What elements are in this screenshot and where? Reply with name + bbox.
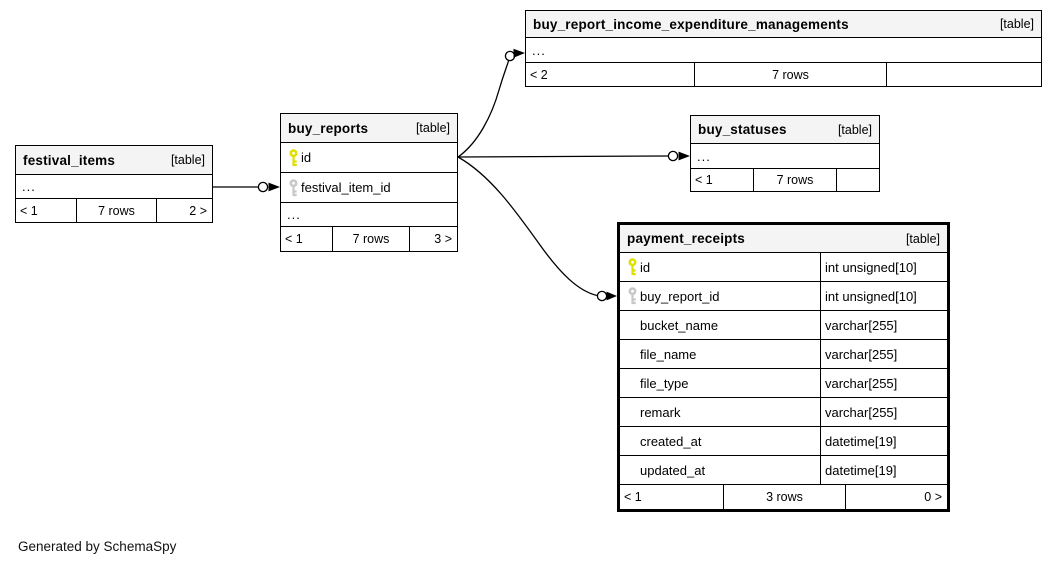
table-buy-reports[interactable]: buy_reports [table] id festival_item_id … [280, 113, 458, 252]
column-name: created_at [640, 433, 702, 449]
footer-row-count: 3 rows [723, 485, 845, 509]
column-row-id: id [281, 143, 457, 173]
column-row-created-at: created_at datetime[19] [620, 427, 947, 456]
table-name[interactable]: buy_reports [288, 120, 369, 136]
column-row-bucket-name: bucket_name varchar[255] [620, 311, 947, 340]
column-name: bucket_name [640, 317, 719, 333]
column-type: varchar[255] [820, 340, 947, 368]
table-name[interactable]: payment_receipts [627, 231, 746, 246]
foreign-key-icon [620, 287, 640, 305]
column-name: buy_report_id [640, 288, 720, 304]
footer-row-count: 7 rows [76, 199, 156, 222]
table-type-tag: [table] [170, 153, 205, 167]
table-payment-receipts[interactable]: payment_receipts [table] id int unsigned… [617, 222, 950, 512]
hidden-columns-ellipsis: ... [526, 38, 1041, 63]
column-row-buy-report-id: buy_report_id int unsigned[10] [620, 282, 947, 311]
table-name[interactable]: festival_items [23, 152, 116, 168]
table-footer: < 1 7 rows 3 > [281, 227, 457, 251]
column-name: id [301, 150, 312, 165]
footer-children-count: 2 > [156, 199, 212, 222]
table-footer: < 1 7 rows [691, 169, 879, 191]
relationship-buy-reports-to-buy-statuses [457, 150, 690, 162]
table-type-tag: [table] [999, 17, 1034, 31]
crow-circle [504, 50, 516, 62]
arrowhead-icon [513, 48, 525, 58]
column-name: file_type [640, 375, 689, 391]
table-festival-items[interactable]: festival_items [table] ... < 1 7 rows 2 … [15, 145, 213, 223]
column-type: int unsigned[10] [820, 253, 947, 281]
crow-circle [667, 150, 679, 162]
column-name: updated_at [640, 462, 706, 478]
relationship-festival-items-to-buy-reports [213, 181, 280, 193]
column-row-remark: remark varchar[255] [620, 398, 947, 427]
column-name: file_name [640, 346, 697, 362]
footer-parents-count: < 2 [530, 67, 548, 82]
hidden-columns-ellipsis: ... [16, 175, 212, 199]
column-row-file-type: file_type varchar[255] [620, 369, 947, 398]
column-name: id [640, 259, 651, 275]
table-footer: < 2 7 rows [526, 63, 1041, 86]
crow-circle [596, 290, 608, 302]
column-type: datetime[19] [820, 456, 947, 484]
foreign-key-icon [281, 178, 301, 197]
footer-parents-count: < 1 [20, 203, 38, 218]
generated-by-note: Generated by SchemaSpy [18, 539, 177, 554]
column-row-id: id int unsigned[10] [620, 253, 947, 282]
table-header: buy_statuses [table] [691, 116, 879, 144]
primary-key-icon [620, 258, 640, 276]
arrowhead-icon [606, 291, 617, 301]
footer-parents-count: < 1 [624, 490, 642, 504]
table-header: payment_receipts [table] [620, 225, 947, 253]
footer-row-count: 7 rows [753, 169, 836, 191]
footer-children-count: 3 > [409, 227, 457, 251]
crow-circle [257, 181, 269, 193]
footer-row-count: 7 rows [694, 63, 886, 86]
column-type: int unsigned[10] [820, 282, 947, 310]
relationship-buy-reports-to-income-expenditure [457, 48, 525, 158]
column-type: datetime[19] [820, 427, 947, 455]
column-row-festival-item-id: festival_item_id [281, 173, 457, 203]
arrowhead-icon [268, 182, 280, 192]
arrowhead-icon [678, 151, 690, 161]
column-type: varchar[255] [820, 369, 947, 397]
table-header: buy_reports [table] [281, 114, 457, 143]
column-row-updated-at: updated_at datetime[19] [620, 456, 947, 485]
hidden-columns-ellipsis: ... [691, 144, 879, 169]
column-name: festival_item_id [301, 180, 391, 195]
column-row-file-name: file_name varchar[255] [620, 340, 947, 369]
footer-row-count: 7 rows [332, 227, 409, 251]
table-footer: < 1 7 rows 2 > [16, 199, 212, 222]
table-buy-statuses[interactable]: buy_statuses [table] ... < 1 7 rows [690, 115, 880, 192]
table-header: festival_items [table] [16, 146, 212, 175]
footer-children-count [836, 169, 879, 191]
table-type-tag: [table] [415, 121, 450, 135]
column-name: remark [640, 404, 681, 420]
table-buy-report-income-expenditure-managements[interactable]: buy_report_income_expenditure_management… [525, 10, 1042, 87]
table-footer: < 1 3 rows 0 > [620, 485, 947, 509]
hidden-columns-ellipsis: ... [281, 203, 457, 227]
footer-children-count [886, 63, 1041, 86]
footer-parents-count: < 1 [285, 232, 303, 246]
relationship-buy-reports-to-payment-receipts [457, 156, 617, 302]
primary-key-icon [281, 148, 301, 167]
column-type: varchar[255] [820, 311, 947, 339]
table-type-tag: [table] [837, 122, 872, 137]
table-name[interactable]: buy_report_income_expenditure_management… [533, 16, 849, 32]
table-type-tag: [table] [905, 231, 940, 246]
table-header: buy_report_income_expenditure_management… [526, 11, 1041, 38]
footer-children-count: 0 > [845, 485, 947, 509]
table-name[interactable]: buy_statuses [698, 122, 787, 137]
column-type: varchar[255] [820, 398, 947, 426]
footer-parents-count: < 1 [695, 173, 713, 187]
